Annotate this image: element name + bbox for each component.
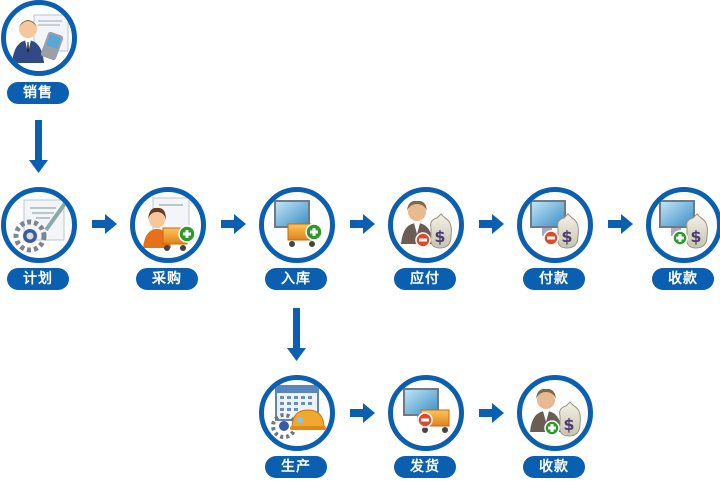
node-label: 应付: [394, 268, 456, 290]
monitor-cart-add-icon: [259, 187, 335, 263]
node-label: 发货: [394, 456, 456, 478]
node-label: 付款: [523, 268, 585, 290]
svg-text:$: $: [434, 227, 445, 246]
buyer-cart-add-icon: [130, 187, 206, 263]
monitor-money-minus-icon: $: [517, 187, 593, 263]
calendar-gear-helmet-icon: [259, 375, 335, 451]
arrow-right-icon: [221, 214, 246, 234]
svg-text:$: $: [561, 227, 572, 246]
arrow-right-icon: [350, 403, 375, 423]
node-label: 采购: [136, 268, 198, 290]
person-money-plus-icon: $: [517, 375, 593, 451]
node-label: 计划: [7, 268, 69, 290]
node-label: 收款: [652, 268, 714, 290]
monitor-money-plus-icon: $: [646, 187, 720, 263]
arrow-right-icon: [479, 214, 504, 234]
node-label: 生产: [265, 456, 327, 478]
arrow-down-icon: [287, 308, 306, 361]
arrow-right-icon: [350, 214, 375, 234]
svg-text:$: $: [690, 227, 701, 246]
arrow-down-icon: [29, 120, 48, 173]
node-label: 入库: [265, 268, 327, 290]
arrow-right-icon: [92, 214, 117, 234]
svg-text:$: $: [563, 415, 574, 434]
monitor-cart-minus-icon: [388, 375, 464, 451]
arrow-right-icon: [608, 214, 633, 234]
node-label: 销售: [7, 82, 69, 104]
plan-gear-document-icon: [1, 187, 77, 263]
arrow-right-icon: [479, 403, 504, 423]
salesperson-phone-icon: [1, 0, 77, 76]
person-money-minus-icon: $: [388, 187, 464, 263]
node-label: 收款: [523, 456, 585, 478]
